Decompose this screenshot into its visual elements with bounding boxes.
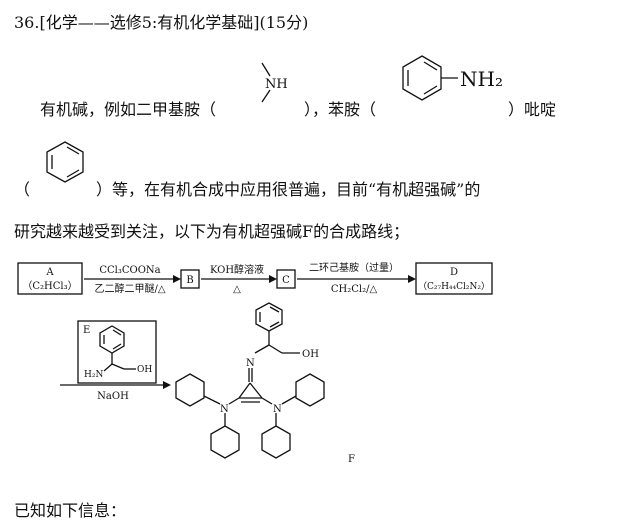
step2-conditions: △ xyxy=(233,284,241,295)
compound-C-label: C xyxy=(282,275,290,286)
line3-text: 研究越来越受到关注，以下为有机超强碱F的合成路线； xyxy=(14,222,410,241)
line2-text: ）等，在有机合成中应用很普遍，目前“有机超强碱”的 xyxy=(96,180,481,199)
compound-E-OH: OH xyxy=(137,365,152,375)
intro-text-3: ）吡啶 xyxy=(508,100,557,119)
dimethylamine-NH-label: NH xyxy=(265,77,288,92)
compound-D-box xyxy=(415,262,493,295)
compound-E-H2N: H₂N xyxy=(84,370,103,380)
pyridine-structure xyxy=(46,141,84,183)
step3-reagent: 二环己基胺（过量） xyxy=(309,261,399,274)
step4-reagent: NaOH xyxy=(97,391,129,402)
step1-conditions: 乙二醇二甲醚/△ xyxy=(94,282,165,295)
line2-open-paren: （ xyxy=(14,180,31,199)
cyclohexyl-ring xyxy=(295,373,325,407)
compound-E-label: E xyxy=(83,325,90,336)
aniline-structure xyxy=(402,55,458,101)
cyclohexyl-ring xyxy=(175,373,205,407)
compound-A-box xyxy=(17,262,83,295)
compound-B-label: B xyxy=(186,275,193,286)
compound-D-label: D xyxy=(450,267,458,278)
footer-text: 已知如下信息： xyxy=(14,501,127,520)
cyclohexyl-ring xyxy=(210,425,240,459)
aniline-NH2-label: NH₂ xyxy=(460,67,503,91)
compound-A-formula: （C₂HCl₃） xyxy=(22,280,77,292)
intro-text-2: ），苯胺（ xyxy=(304,100,377,119)
compound-F-label: F xyxy=(348,454,355,465)
compound-F-structure xyxy=(175,302,325,459)
compound-E-structure xyxy=(99,325,136,372)
intro-text-1: 有机碱，例如二甲基胺（ xyxy=(40,100,217,119)
compound-D-formula: （C₂₇H₄₄Cl₂N₂） xyxy=(418,281,490,292)
compound-A-label: A xyxy=(45,267,54,278)
cyclohexyl-ring xyxy=(261,425,291,459)
dimethylamine-structure xyxy=(261,62,271,103)
step3-conditions: CH₂Cl₂/△ xyxy=(331,284,378,295)
compound-F-N-right: N xyxy=(273,404,282,415)
compound-F-imine-N: N xyxy=(246,358,255,369)
step2-reagent: KOH醇溶液 xyxy=(210,263,264,276)
question-header: 36.[化学——选修5:有机化学基础](15分) xyxy=(14,13,309,32)
compound-F-OH: OH xyxy=(302,349,319,360)
compound-F-N-left: N xyxy=(220,404,229,415)
step1-reagent: CCl₃COONa xyxy=(99,265,160,276)
compound-E-box xyxy=(77,320,157,384)
